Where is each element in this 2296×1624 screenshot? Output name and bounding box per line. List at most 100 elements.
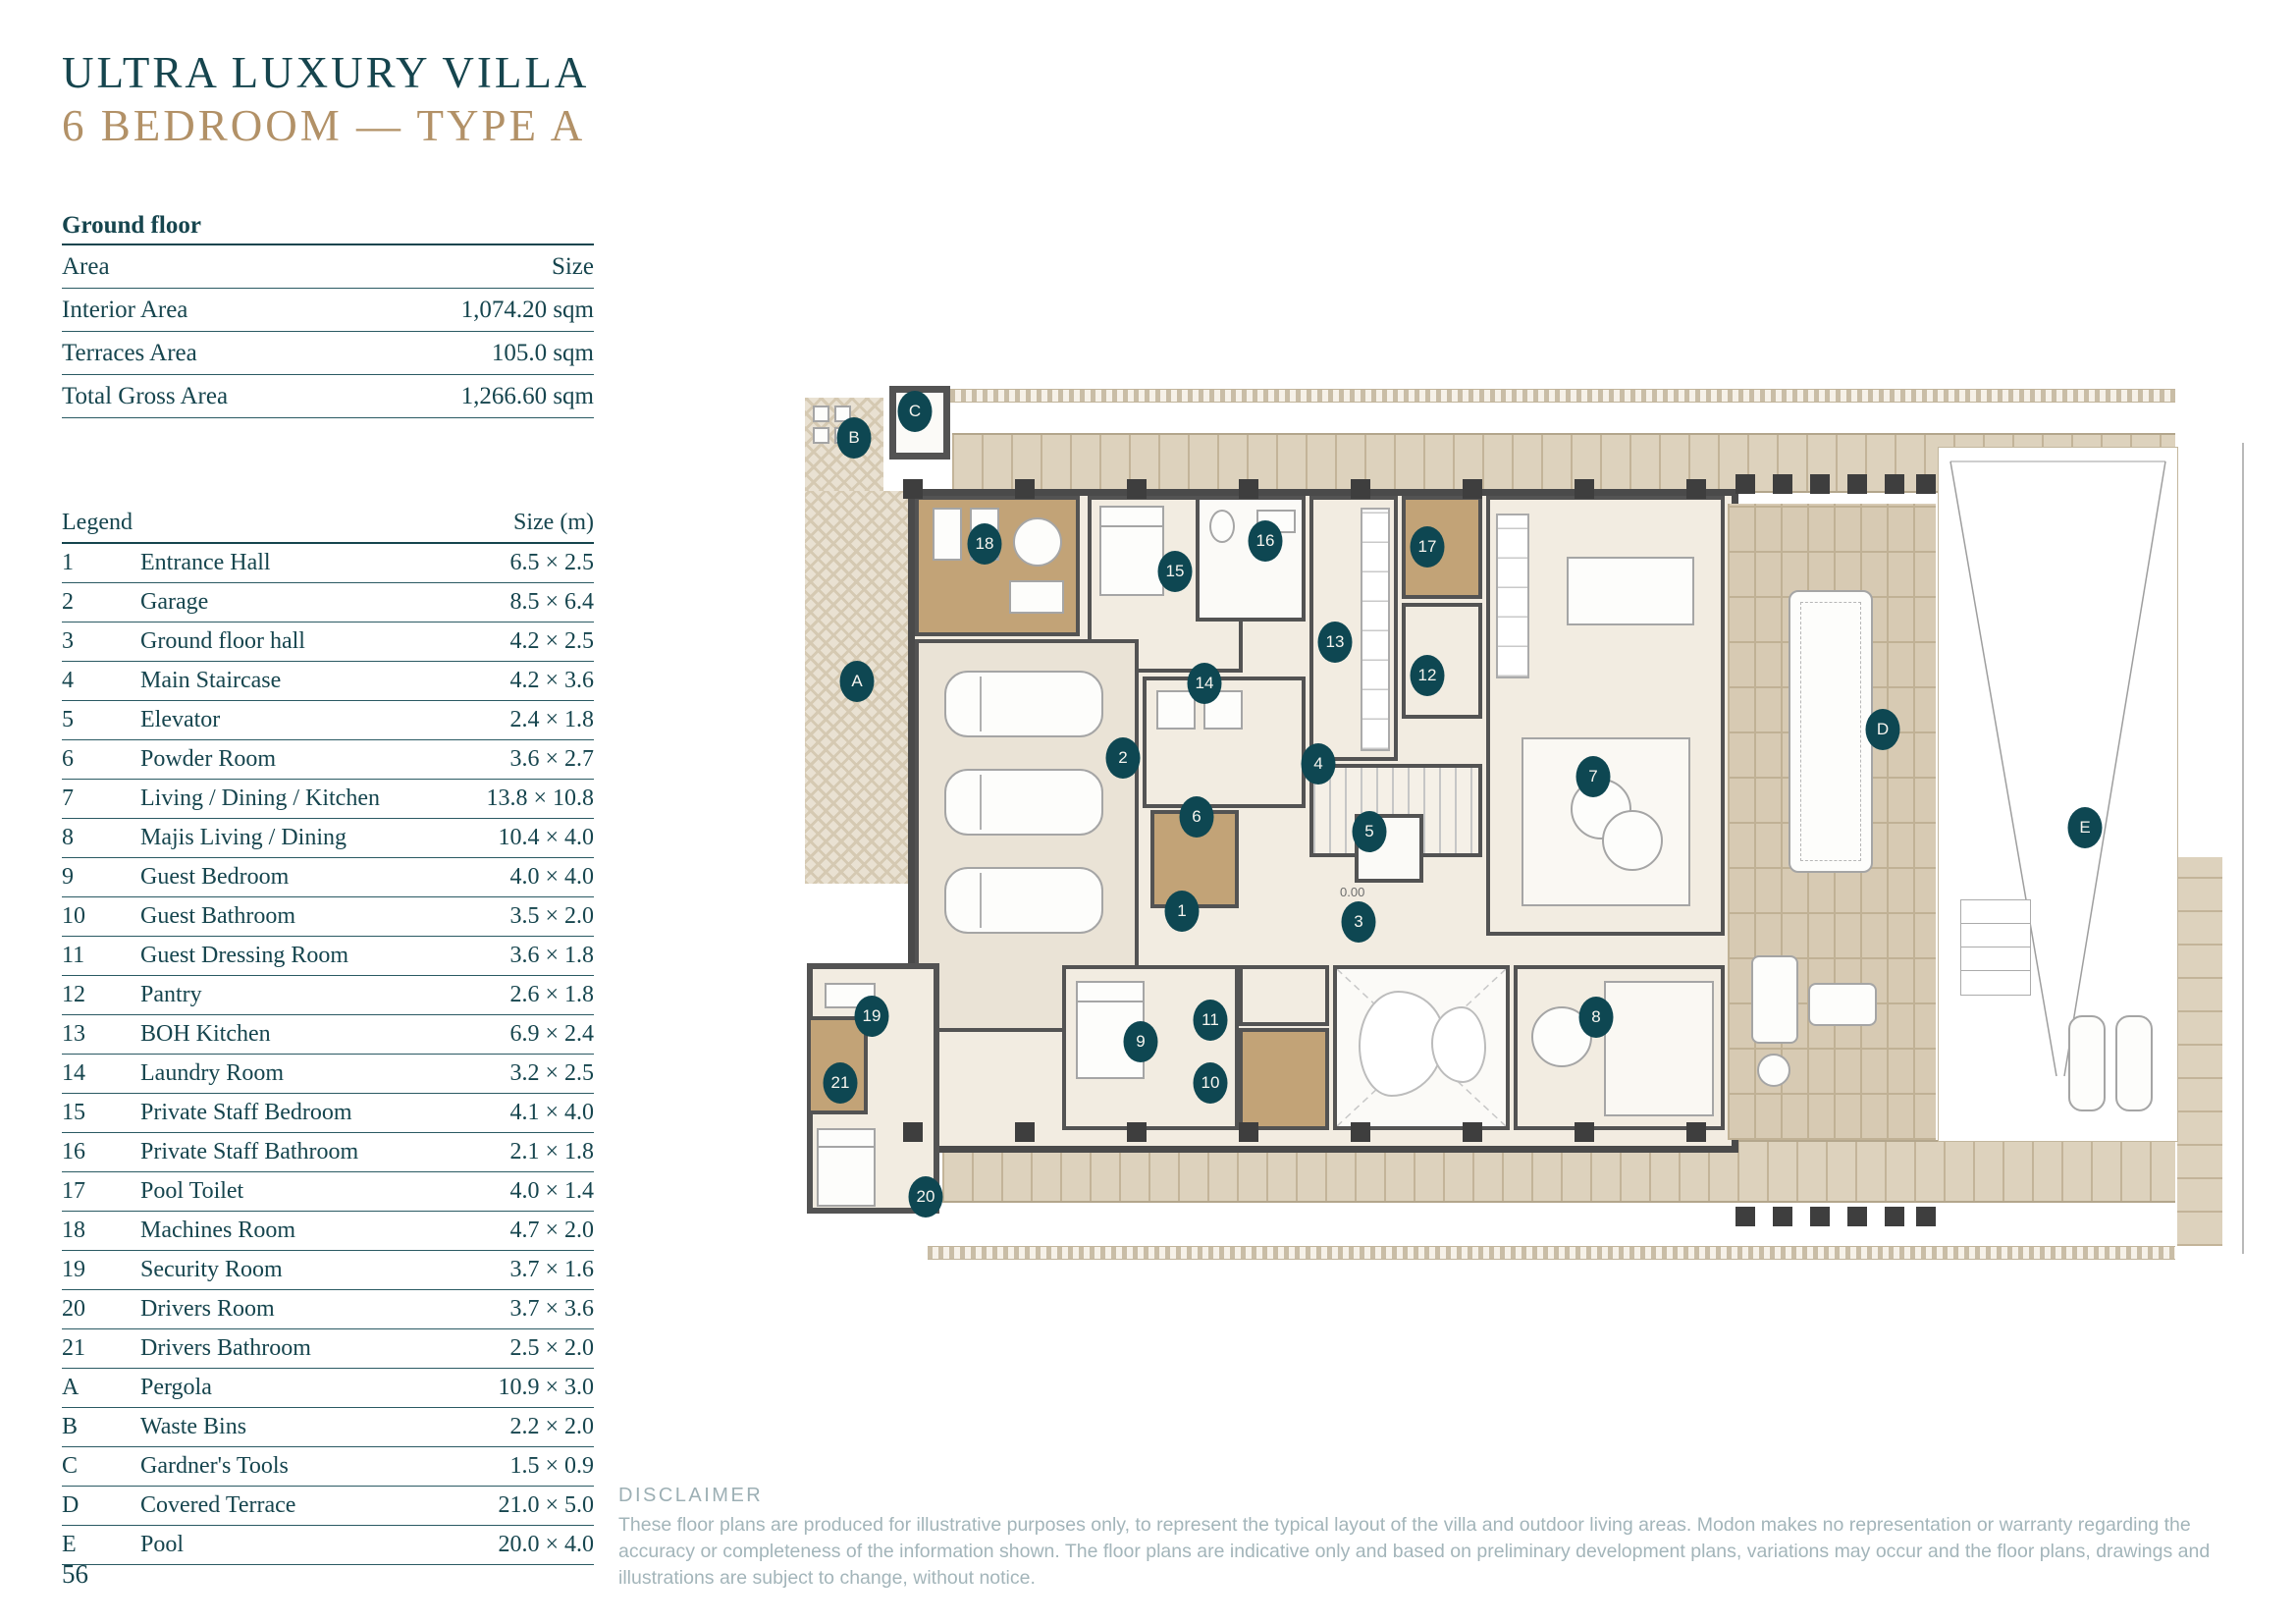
disclaimer: DISCLAIMER These floor plans are produce… bbox=[618, 1485, 2256, 1592]
plan-marker-21: 21 bbox=[823, 1062, 858, 1104]
column-block bbox=[1239, 1122, 1258, 1142]
legend-row-name: Majis Living / Dining bbox=[140, 825, 347, 850]
legend-row-size: 3.5 × 2.0 bbox=[509, 903, 594, 929]
legend-row-key: 17 bbox=[62, 1178, 85, 1204]
column-block bbox=[903, 1122, 923, 1142]
plan-marker-6: 6 bbox=[1179, 796, 1214, 838]
area-table-section-title: Ground floor bbox=[62, 208, 594, 245]
legend-row-name: Pool bbox=[140, 1532, 185, 1557]
legend-row-name: Guest Bedroom bbox=[140, 864, 290, 890]
sun-lounger-icon bbox=[2068, 1015, 2106, 1111]
dining-table-icon bbox=[1567, 557, 1694, 625]
plot-boundary-line bbox=[2242, 443, 2244, 1254]
courtyard-cross-lines bbox=[1337, 969, 1506, 1126]
disclaimer-heading: DISCLAIMER bbox=[618, 1485, 764, 1506]
legend-row-key: 1 bbox=[62, 550, 74, 575]
legend-row-size: 3.7 × 1.6 bbox=[509, 1257, 594, 1282]
legend-row-size: 4.0 × 1.4 bbox=[509, 1178, 594, 1204]
legend-row-name: Guest Bathroom bbox=[140, 903, 295, 929]
machines-room bbox=[915, 496, 1080, 636]
legend-row-name: Garage bbox=[140, 589, 209, 615]
area-row-label: Total Gross Area bbox=[62, 382, 229, 409]
legend-row-name: Laundry Room bbox=[140, 1060, 284, 1086]
plan-marker-D: D bbox=[1865, 709, 1900, 750]
plan-marker-8: 8 bbox=[1578, 997, 1614, 1038]
legend-row-name: Guest Dressing Room bbox=[140, 943, 348, 968]
guest-dressing-room bbox=[1239, 965, 1329, 1026]
legend-row-size: 10.9 × 3.0 bbox=[498, 1375, 594, 1400]
plan-marker-18: 18 bbox=[967, 523, 1002, 565]
column-block bbox=[1773, 474, 1792, 494]
covered-terrace bbox=[1728, 504, 1936, 1140]
plan-marker-15: 15 bbox=[1157, 551, 1193, 592]
column-block bbox=[1847, 474, 1867, 494]
legend-row-name: Covered Terrace bbox=[140, 1492, 296, 1518]
page-number: 56 bbox=[62, 1559, 88, 1589]
kitchen-counter bbox=[1361, 508, 1390, 751]
page-title: ULTRA LUXURY VILLA bbox=[62, 48, 590, 97]
column-block bbox=[1351, 479, 1370, 499]
legend-row-name: Private Staff Bathroom bbox=[140, 1139, 359, 1164]
legend-row-key: 19 bbox=[62, 1257, 85, 1282]
legend-row-key: 15 bbox=[62, 1100, 85, 1125]
column-block bbox=[1127, 1122, 1147, 1142]
legend-row-size: 20.0 × 4.0 bbox=[498, 1532, 594, 1557]
washer-icon bbox=[1156, 690, 1196, 730]
pillow-line bbox=[1101, 508, 1162, 527]
plan-marker-3: 3 bbox=[1341, 901, 1376, 943]
legend-row-name: Elevator bbox=[140, 707, 221, 732]
legend-row-name: Ground floor hall bbox=[140, 628, 305, 654]
legend-row-size: 21.0 × 5.0 bbox=[498, 1492, 594, 1518]
column-block bbox=[1686, 479, 1706, 499]
legend-row-key: 6 bbox=[62, 746, 74, 772]
legend-row-key: 7 bbox=[62, 785, 74, 811]
legend-row-name: Pantry bbox=[140, 982, 202, 1007]
plan-marker-5: 5 bbox=[1352, 811, 1387, 852]
legend-row-size: 3.2 × 2.5 bbox=[509, 1060, 594, 1086]
legend-row-size: 2.2 × 2.0 bbox=[509, 1414, 594, 1439]
washer-icon bbox=[1203, 690, 1243, 730]
legend-row-key: 9 bbox=[62, 864, 74, 890]
machine-icon bbox=[933, 508, 962, 561]
right-edge-pavers bbox=[2177, 857, 2222, 1246]
plan-marker-7: 7 bbox=[1575, 756, 1611, 797]
elevation-label: 0.00 bbox=[1340, 885, 1365, 899]
garage bbox=[915, 639, 1139, 1032]
legend-row-size: 6.5 × 2.5 bbox=[509, 550, 594, 575]
laundry-room bbox=[1143, 677, 1306, 808]
car-icon bbox=[944, 671, 1103, 737]
plan-bottom-border-strip bbox=[928, 1246, 2175, 1260]
legend-row-size: 4.7 × 2.0 bbox=[509, 1218, 594, 1243]
lounge-sofa-icon bbox=[1808, 983, 1877, 1026]
column-block bbox=[1735, 474, 1755, 494]
legend-row-key: E bbox=[62, 1532, 77, 1557]
pillow-line bbox=[819, 1130, 874, 1148]
legend-row-size: 4.2 × 3.6 bbox=[509, 668, 594, 693]
disclaimer-text: These floor plans are produced for illus… bbox=[618, 1514, 2211, 1589]
legend-row-key: 4 bbox=[62, 668, 74, 693]
legend-row-E: E Pool 20.0 × 4.0 bbox=[62, 1526, 594, 1565]
bed-icon bbox=[1099, 506, 1164, 596]
step-line bbox=[1961, 924, 2030, 947]
legend-row-size: 4.0 × 4.0 bbox=[509, 864, 594, 890]
legend-row-key: C bbox=[62, 1453, 79, 1479]
outdoor-dining-table-icon bbox=[1789, 590, 1873, 873]
car-icon bbox=[944, 769, 1103, 836]
legend-row-name: Powder Room bbox=[140, 746, 276, 772]
area-row-value: 105.0 sqm bbox=[491, 339, 594, 366]
legend-row-key: 3 bbox=[62, 628, 74, 654]
